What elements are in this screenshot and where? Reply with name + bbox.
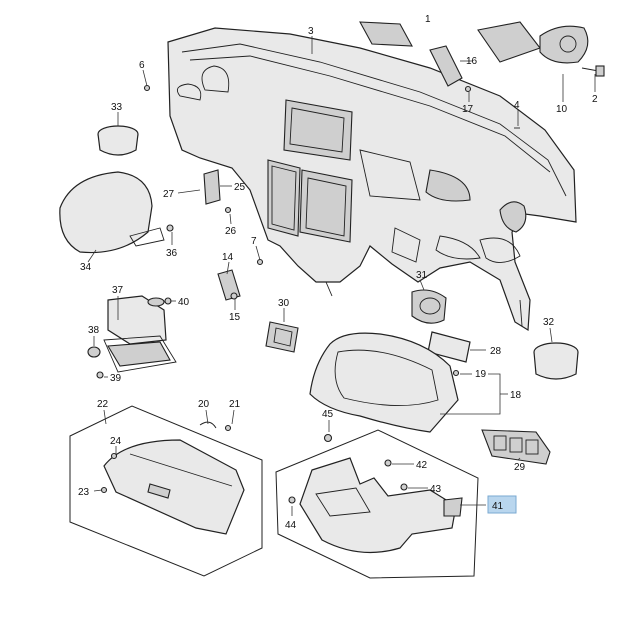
callout-18[interactable]: 18 <box>510 390 522 401</box>
panel-28 <box>427 331 471 363</box>
callout-42[interactable]: 42 <box>416 460 428 471</box>
callout-40[interactable]: 40 <box>178 297 190 308</box>
callout-24[interactable]: 24 <box>110 436 122 447</box>
bracket-16 <box>429 45 463 87</box>
callout-43[interactable]: 43 <box>430 484 442 495</box>
switch-panel-29 <box>481 429 551 465</box>
callout-38[interactable]: 38 <box>88 325 100 336</box>
clip-25 <box>203 169 221 205</box>
callout-30[interactable]: 30 <box>278 298 290 309</box>
cluster-bezel-18 <box>309 332 459 433</box>
callout-41[interactable]: 41 <box>492 501 504 512</box>
callout-19[interactable]: 19 <box>475 369 487 380</box>
callout-22[interactable]: 22 <box>97 399 109 410</box>
cup-holder-32 <box>533 342 579 380</box>
switch-30 <box>265 321 299 353</box>
callout-32[interactable]: 32 <box>543 317 555 328</box>
callout-20[interactable]: 20 <box>198 399 210 410</box>
leader-lines <box>87 36 596 516</box>
callout-1[interactable]: 1 <box>425 14 431 25</box>
glove-box-22 <box>69 405 263 577</box>
callout-7[interactable]: 7 <box>251 236 257 247</box>
callouts: 1 2 3 4 6 7 10 14 15 16 17 18 19 20 21 2… <box>78 14 598 531</box>
callout-45[interactable]: 45 <box>322 409 334 420</box>
dashboard-panel <box>167 27 577 332</box>
lid-34 <box>59 171 165 254</box>
lower-cover-41 <box>275 429 479 579</box>
vent-31 <box>411 289 447 324</box>
callout-17[interactable]: 17 <box>462 104 474 115</box>
callout-34[interactable]: 34 <box>80 262 92 273</box>
callout-36[interactable]: 36 <box>166 248 178 259</box>
callout-37[interactable]: 37 <box>112 285 124 296</box>
callout-26[interactable]: 26 <box>225 226 237 237</box>
callout-29[interactable]: 29 <box>514 462 526 473</box>
callout-21[interactable]: 21 <box>229 399 241 410</box>
callout-16[interactable]: 16 <box>466 56 478 67</box>
callout-41-highlight[interactable] <box>487 495 517 514</box>
cup-holder-33 <box>97 125 139 156</box>
callout-4[interactable]: 4 <box>514 100 520 111</box>
callout-10[interactable]: 10 <box>556 104 568 115</box>
callout-39[interactable]: 39 <box>110 373 122 384</box>
callout-25[interactable]: 25 <box>234 182 246 193</box>
callout-28[interactable]: 28 <box>490 346 502 357</box>
callout-2[interactable]: 2 <box>592 94 598 105</box>
callout-6[interactable]: 6 <box>139 60 145 71</box>
callout-15[interactable]: 15 <box>229 312 241 323</box>
callout-31[interactable]: 31 <box>416 270 428 281</box>
callout-3[interactable]: 3 <box>308 26 314 37</box>
callout-33[interactable]: 33 <box>111 102 123 113</box>
callout-14[interactable]: 14 <box>222 252 234 263</box>
tray-37 <box>87 295 177 373</box>
top-brackets <box>359 21 605 77</box>
callout-44[interactable]: 44 <box>285 520 297 531</box>
callout-27[interactable]: 27 <box>163 189 175 200</box>
callout-23[interactable]: 23 <box>78 487 90 498</box>
